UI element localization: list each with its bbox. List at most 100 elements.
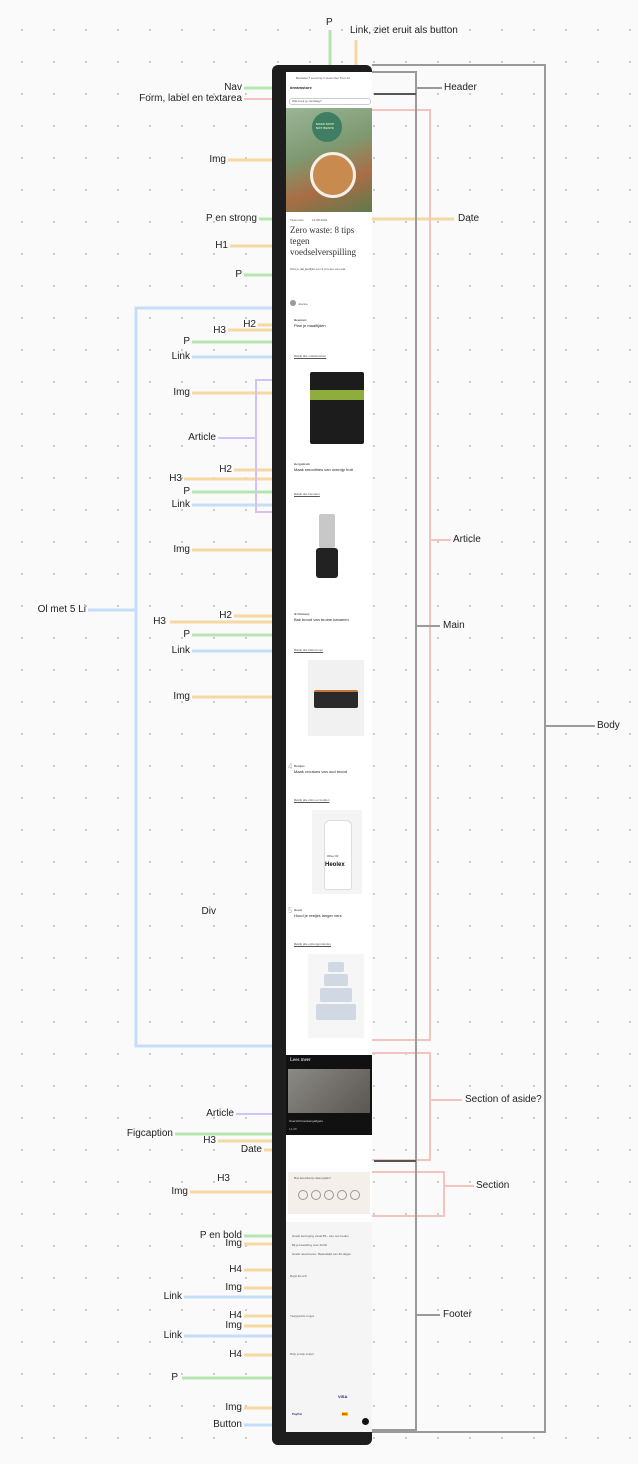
label-h3-c: H3 <box>153 616 166 627</box>
rating-section: Hoe beoordeel je deze pagina? <box>288 1172 370 1214</box>
item-2-h3: Maak smoothies van overrijp fruit <box>294 467 353 472</box>
label-img-pay: Img <box>225 1402 242 1413</box>
label-body: Body <box>597 720 620 731</box>
item-4-h3: Maak croutons van oud brood <box>294 769 347 774</box>
label-link-a: Link <box>171 351 190 362</box>
rating-title: Hoe beoordeel je deze pagina? <box>294 1176 331 1180</box>
label-ol: Ol met 5 Li <box>37 604 86 615</box>
label-link-h4b: Link <box>163 1330 182 1341</box>
logo: dreamstore <box>290 85 312 90</box>
search-input[interactable]: Wat zoek je vandaag? <box>289 98 371 105</box>
label-h2-b: H2 <box>219 464 232 475</box>
usp-2: Bij je bestelling voor 22:00 <box>292 1243 328 1247</box>
item-3-h2: Ik Ontwerp <box>294 612 310 616</box>
label-p-strong: P en strong <box>206 213 257 224</box>
label-h2-c: H2 <box>219 610 232 621</box>
item-5-h3: Houd je restjes langer vers <box>294 913 342 918</box>
notebook-image <box>310 372 364 444</box>
label-p-bold: P en bold <box>199 1230 242 1241</box>
label-main: Main <box>443 620 465 631</box>
bakvorm-image <box>308 660 364 736</box>
lees-meer-image <box>288 1069 370 1113</box>
dhl-logo: DHL <box>342 1412 349 1416</box>
label-h3-rate: H3 <box>217 1173 230 1184</box>
item-1-link[interactable]: Bekijk alle notitieboeken <box>294 354 327 358</box>
label-nav: Nav <box>224 82 242 93</box>
item-4-link[interactable]: Bekijk alle oliën en kruiden <box>294 798 330 802</box>
label-header: Header <box>444 82 477 93</box>
footer-h4-b: Veelgestelde vragen <box>290 1314 315 1318</box>
item-4-h2: Restjes <box>294 764 305 768</box>
olive-name: Heolex <box>325 862 345 868</box>
label-h4-b: H4 <box>229 1310 242 1321</box>
item-3-h3: Bak brood van bruine bananen <box>294 617 349 622</box>
bakjes-image <box>308 954 364 1038</box>
label-h2-a: H2 <box>243 319 256 330</box>
lees-meer-section: Lees meer Overzicht keukengadgets 12-08 <box>286 1055 372 1135</box>
label-img-h4a: Img <box>225 1282 242 1293</box>
label-link-b: Link <box>171 499 190 510</box>
publish-date: 12-08-2024 <box>312 218 328 222</box>
item-5-link[interactable]: Bekijk alle opbergproducten <box>294 942 332 946</box>
label-h3-lees: H3 <box>203 1135 216 1146</box>
page-screen: Bestellen? Levering 2 december 8 tot 10 … <box>286 72 372 1432</box>
blender-image <box>316 514 338 580</box>
lees-meer-title: Lees meer <box>290 1058 311 1063</box>
label-section-aside: Section of aside? <box>465 1094 542 1105</box>
item-2-link[interactable]: Bekijk alle blenders <box>294 492 320 496</box>
label-img-usp: Img <box>225 1238 242 1249</box>
item-1-h2: Bewaren <box>294 318 307 322</box>
label-img-hero: Img <box>209 154 226 165</box>
rating-faces[interactable] <box>298 1190 360 1200</box>
label-form: Form, label en textarea <box>139 93 242 104</box>
article-title: Zero waste: 8 tips tegen voedselverspill… <box>290 225 356 257</box>
label-link-h4a: Link <box>163 1291 182 1302</box>
category-label: Tipsnooze <box>290 218 304 222</box>
item-5-number: 5 <box>288 906 293 915</box>
label-h3-a: H3 <box>213 325 226 336</box>
label-footer: Footer <box>443 1309 472 1320</box>
olive-brand: Olive Oil <box>327 854 339 858</box>
label-link-button: Link, ziet eruit als button <box>350 25 458 36</box>
hero-image: MAKE SOUP NOT WASTE <box>286 108 372 212</box>
label-h3-b: H3 <box>169 473 182 484</box>
footer-h4-c: Hulp je hulp nodig? <box>290 1352 314 1356</box>
footer: Gratis bezorging vanaf €5,- van ons hede… <box>286 1222 372 1432</box>
label-h1: H1 <box>215 240 228 251</box>
paypal-logo: PayPal <box>292 1412 302 1416</box>
label-p-c: P <box>183 629 190 640</box>
label-h4-a: H4 <box>229 1264 242 1275</box>
footer-h4-a: Bagel het zelf <box>290 1274 307 1278</box>
label-article-a: Article <box>188 432 216 443</box>
label-img-c: Img <box>173 691 190 702</box>
label-button: Button <box>213 1419 242 1430</box>
label-div: Div <box>201 906 216 917</box>
label-p-top: P <box>326 17 333 28</box>
label-img-b: Img <box>173 544 190 555</box>
label-p-b: P <box>183 486 190 497</box>
label-article-lees: Article <box>206 1108 234 1119</box>
chat-button[interactable] <box>362 1418 369 1425</box>
label-date: Date <box>458 213 480 224</box>
label-p-footer: P <box>171 1372 178 1383</box>
label-img-h4b: Img <box>225 1320 242 1331</box>
label-h4-c: H4 <box>229 1349 242 1360</box>
visa-logo: VISA <box>338 1394 348 1399</box>
label-img-rate: Img <box>171 1186 188 1197</box>
item-3-link[interactable]: Bekijk alle bakvormen <box>294 648 324 652</box>
item-2-h2: Hergebruik <box>294 462 310 466</box>
label-article-main: Article <box>453 534 481 545</box>
label-p-a: P <box>183 336 190 347</box>
label-section: Section <box>476 1180 510 1191</box>
label-date-lees: Date <box>240 1144 262 1155</box>
item-1-h3: Plan je maaltijden <box>294 323 326 328</box>
item-5-h2: Houd <box>294 908 302 912</box>
hero-text: MAKE SOUP NOT WASTE <box>316 122 335 130</box>
author-name: Joanne <box>298 302 308 306</box>
label-link-c: Link <box>171 645 190 656</box>
avatar <box>290 300 296 306</box>
olive-oil-image: Olive Oil Heolex <box>312 810 362 894</box>
usp-3: Gratis retourneren. Bedenktijd van 30 da… <box>292 1252 352 1256</box>
article-intro: Wist je dat jaarlijks een 9 procent van … <box>290 267 346 271</box>
notice-text: Bestellen? Levering 2 december 8 tot 10 <box>296 76 350 80</box>
